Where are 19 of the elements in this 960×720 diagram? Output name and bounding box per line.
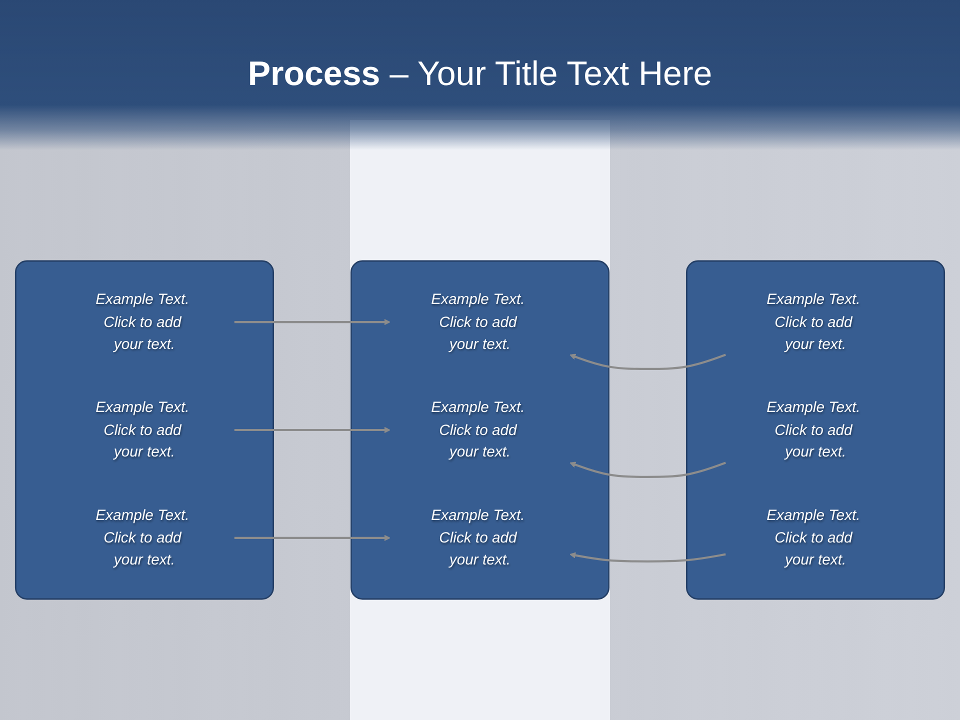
arrow — [570, 354, 726, 370]
cluster — [14, 260, 274, 600]
arrow — [234, 426, 390, 434]
arrow — [570, 462, 726, 478]
node-text: Example Text. Click to add your text. — [96, 399, 190, 460]
node-text: Example Text. Click to add your text. — [431, 399, 525, 460]
node-text: Example Text. Click to add your text. — [431, 507, 525, 568]
node-text: Example Text. Click to add your text. — [766, 507, 860, 568]
cluster — [686, 260, 946, 600]
node-text: Example Text. Click to add your text. — [766, 399, 860, 460]
cluster — [350, 260, 610, 600]
slide-title: Process – Your Title Text Here — [246, 54, 714, 95]
node-text: Example Text. Click to add your text. — [96, 507, 190, 568]
arrow — [570, 552, 726, 562]
arrow — [234, 534, 390, 542]
node-text: Example Text. Click to add your text. — [766, 291, 860, 352]
arrow — [234, 318, 390, 326]
node-text: Example Text. Click to add your text. — [96, 291, 190, 352]
node-text: Example Text. Click to add your text. — [431, 291, 525, 352]
